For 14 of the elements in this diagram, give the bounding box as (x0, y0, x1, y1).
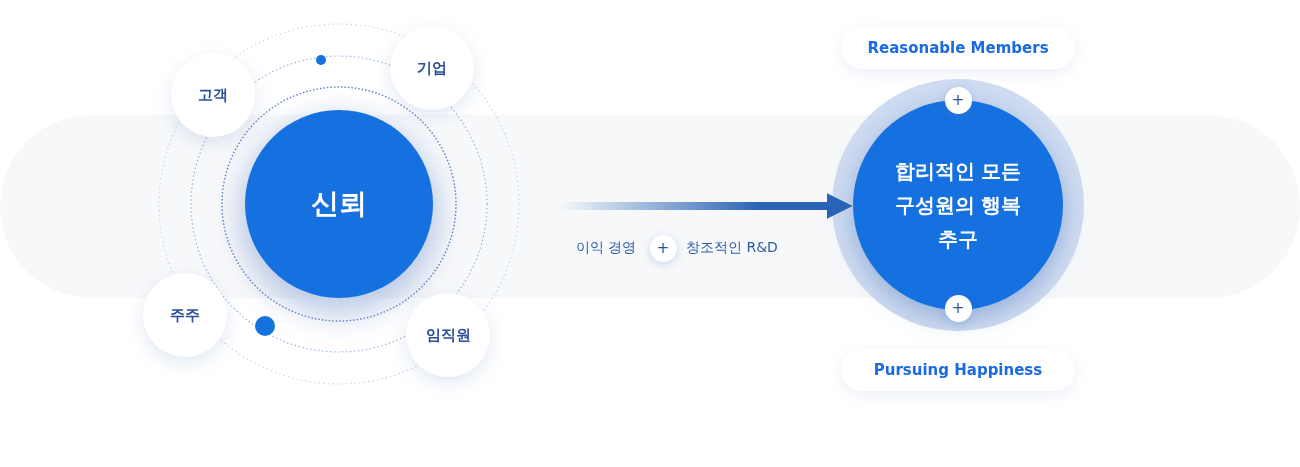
circle-label: 고객 (198, 86, 228, 104)
circle-label: 신뢰 (311, 187, 367, 221)
tag-label: Reasonable Members (867, 39, 1049, 57)
caption-text: 이익 경영 (576, 239, 637, 257)
caption-text: 창조적인 R&D (686, 239, 778, 257)
plus-sign: + (951, 299, 965, 317)
plus-sign: + (656, 239, 670, 257)
circle-label: 합리적인 모든 구성원의 행복 추구 (893, 158, 1023, 253)
plus-sign: + (951, 91, 965, 109)
circle-label: 임직원 (425, 326, 471, 344)
tag-label: Pursuing Happiness (873, 361, 1043, 379)
circle-label: 주주 (170, 306, 200, 324)
stakeholder-circle (406, 293, 490, 377)
circle-label: 기업 (417, 59, 447, 77)
